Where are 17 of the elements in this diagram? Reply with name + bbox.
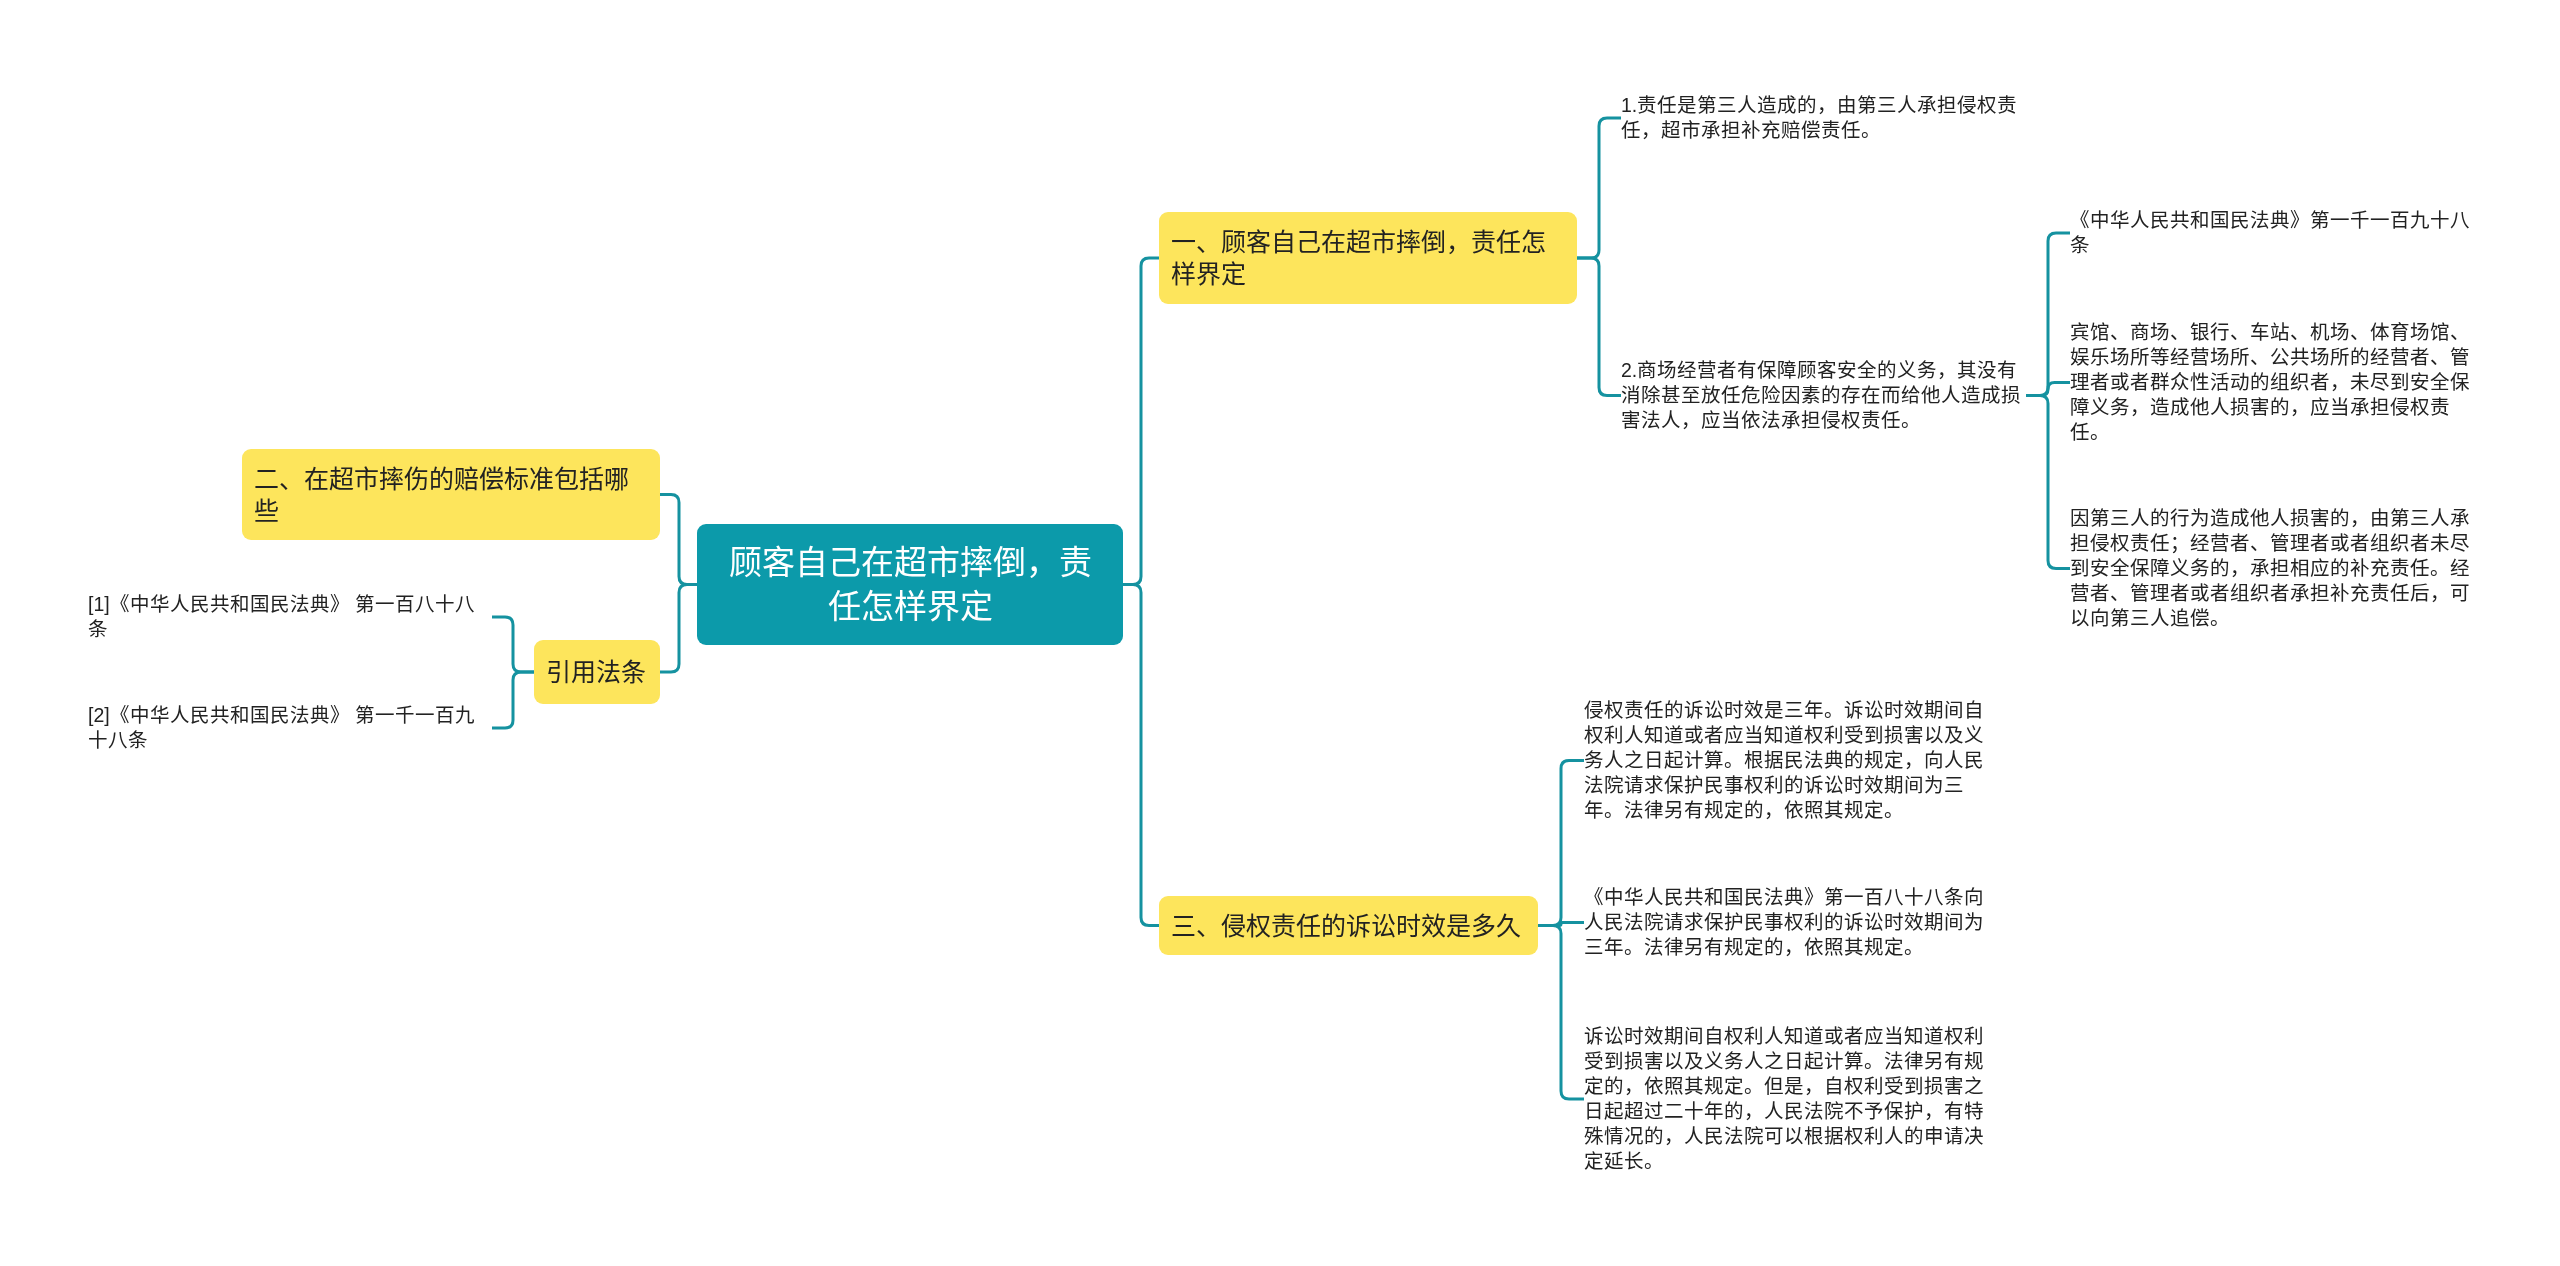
- connector-line: [1123, 583, 1159, 927]
- note-text: 《中华人民共和国民法典》第一千一百九十八条: [2070, 208, 2475, 258]
- note-text: 《中华人民共和国民法典》第一百八十八条向人民法院请求保护民事权利的诉讼时效期间为三年。法律另有规定的，依照其规定。: [1584, 885, 1989, 960]
- topic-box: 三、侵权责任的诉讼时效是多久: [1159, 896, 1538, 955]
- note-text: 诉讼时效期间自权利人知道或者应当知道权利受到损害以及义务人之日起计算。法律另有规定的，依照其规定。但是，自权利受到损害之日起超过二十年的，人民法院不予保护，有特殊情况的，人民法院可以根据权利人的申请决定延长。: [1584, 1024, 1989, 1174]
- note-text: [1]《中华人民共和国民法典》 第一百八十八条: [88, 592, 492, 642]
- topic-box: 二、在超市摔伤的赔偿标准包括哪些: [242, 449, 660, 540]
- note-text: 侵权责任的诉讼时效是三年。诉讼时效期间自权利人知道或者应当知道权利受到损害以及义务人之日起计算。根据民法典的规定，向人民法院请求保护民事权利的诉讼时效期间为三年。法律另有规定的，依照其规定。: [1584, 698, 1989, 823]
- note-text: 1.责任是第三人造成的，由第三人承担侵权责任，超市承担补充赔偿责任。: [1621, 93, 2026, 143]
- note-text: 2.商场经营者有保障顾客安全的义务，其没有消除甚至放任危险因素的存在而给他人造成损害法人，应当依法承担侵权责任。: [1621, 358, 2026, 433]
- connector-line: [660, 583, 697, 674]
- note-text: [2]《中华人民共和国民法典》 第一千一百九十八条: [88, 703, 492, 753]
- note-text: 因第三人的行为造成他人损害的，由第三人承担侵权责任；经营者、管理者或者组织者未尽到安全保障义务的，承担相应的补充责任。经营者、管理者或者组织者承担补充责任后，可以向第三人追偿。: [2070, 506, 2475, 631]
- note-text: 宾馆、商场、银行、车站、机场、体育场馆、娱乐场所等经营场所、公共场所的经营者、管理者或者群众性活动的组织者，未尽到安全保障义务，造成他人损害的，应当承担侵权责任。: [2070, 320, 2475, 445]
- topic-box: 引用法条: [534, 640, 660, 704]
- topic-box: 一、顾客自己在超市摔倒，责任怎样界定: [1159, 212, 1577, 304]
- central-topic-box: 顾客自己在超市摔倒，责任怎样界定: [697, 524, 1123, 645]
